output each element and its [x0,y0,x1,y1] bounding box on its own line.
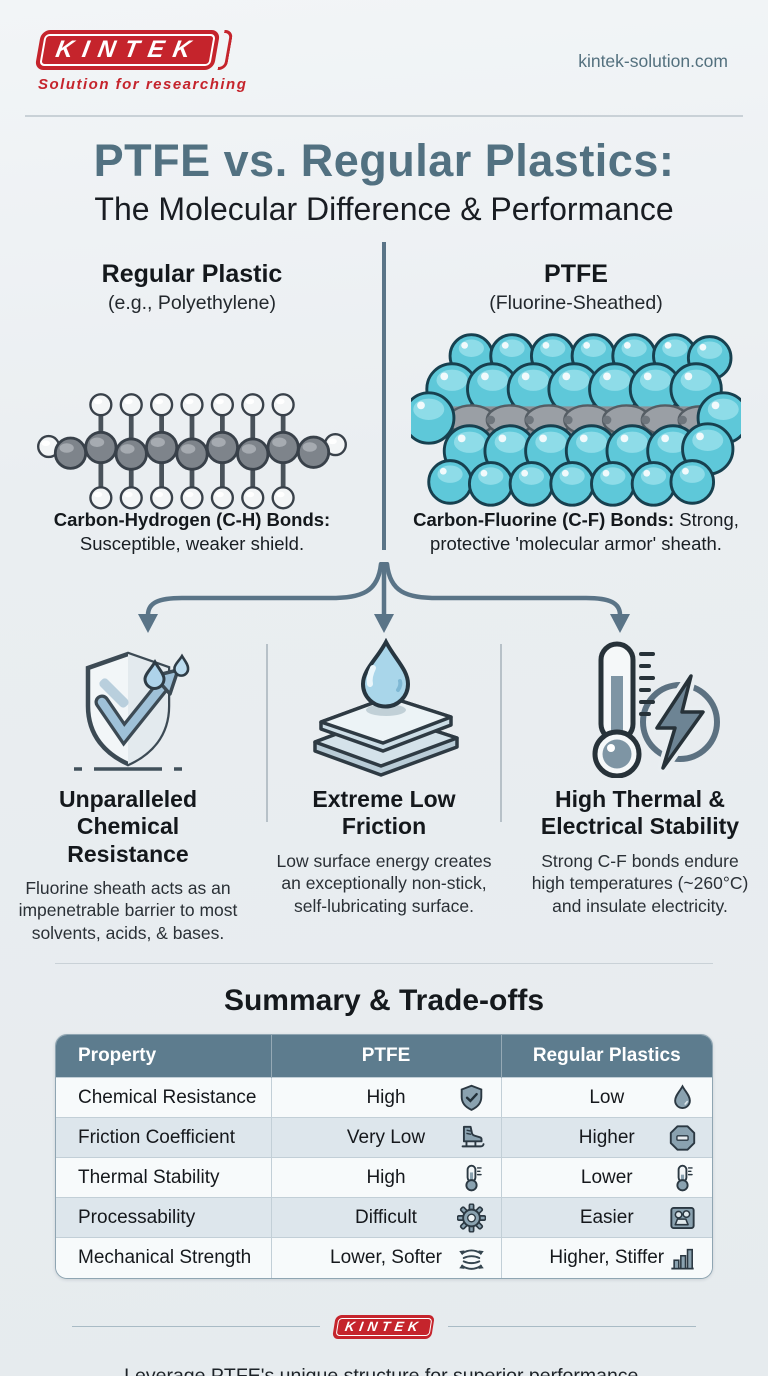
droplet-on-sheets-icon [313,638,459,778]
thermometer-icon [676,1164,693,1192]
benefit-title: High Thermal & Electrical Stability [540,786,740,840]
ptfe-subtitle: (Fluorine-Sheathed) [489,291,663,314]
benefits-row: Unparalleled Chemical Resistance Fluorin… [0,638,768,945]
center-divider-line [382,242,386,550]
ptfe-cell: Very Low [271,1117,502,1158]
gear-icon [456,1203,486,1233]
benefit-text: Fluorine sheath acts as an impenetrable … [18,877,238,944]
footer-text: Leverage PTFE's unique structure for sup… [0,1362,768,1376]
summary-table: Property PTFE Regular Plastics Chemical … [55,1034,713,1279]
molecule-comparison: Regular Plastic (e.g., Polyethylene) [0,259,768,509]
regular-plastic-subtitle: (e.g., Polyethylene) [107,291,276,314]
regular-plastic-title: Regular Plastic [101,259,283,288]
summary-divider [55,962,713,965]
cf-bond-text: Strong, protective 'molecular armor' she… [430,508,739,554]
footer-rule-line [447,1325,696,1328]
benefit-divider [500,644,502,823]
kintek-footer-badge: KINTEK [332,1314,436,1339]
molding-frame-icon [670,1206,695,1229]
cf-bond-caption: Carbon-Fluorine (C-F) Bonds: Strong, pro… [384,508,768,557]
ptfe-cell: Difficult [271,1197,502,1238]
kintek-logo: KINTEK Solution for researching [34,30,248,93]
regular-cell: Lower [501,1157,712,1198]
table-row: Processability Difficult Easier [56,1197,712,1238]
kintek-logo-bracket-icon [217,30,234,70]
ch-bond-text: Susceptible, weaker shield. [79,532,305,554]
property-cell: Thermal Stability [56,1157,272,1198]
regular-cell: Easier [501,1197,712,1238]
footer-rule: KINTEK [72,1314,696,1339]
ptfe-molecule-icon [402,332,750,507]
ch-bond-label: Carbon-Hydrogen (C-H) Bonds: [53,508,331,530]
benefit-title: Unparalleled Chemical Resistance [58,786,198,867]
bar-chart-icon [671,1249,694,1270]
logo-tagline: Solution for researching [38,76,248,93]
shield-droplets-icon [74,651,190,772]
shield-check-icon [460,1084,482,1111]
ptfe-column: PTFE (Fluorine-Sheathed) [384,260,768,508]
col-header-property: Property [56,1035,271,1078]
benefit-low-friction: Extreme Low Friction Low surface energy … [256,638,512,945]
summary-title: Summary & Trade-offs [223,984,545,1018]
regular-cell: Low [501,1077,712,1118]
kintek-logo-box: KINTEK [34,30,221,70]
ptfe-cell: High [271,1157,502,1198]
header: KINTEK Solution for researching kintek-s… [0,0,768,93]
property-cell: Friction Coefficient [56,1117,272,1158]
table-row: Thermal Stability High Lower [56,1157,712,1198]
regular-cell: Higher, Stiffer [501,1237,712,1278]
cf-bond-label: Carbon-Fluorine (C-F) Bonds: [413,508,675,530]
kintek-logo-text: KINTEK [53,36,202,63]
ptfe-cell: High [271,1077,502,1118]
thermometer-icon [464,1164,482,1192]
col-header-regular: Regular Plastics [501,1035,712,1078]
footer-rule-line [72,1325,321,1328]
thermometer-lightning-icon [592,641,720,779]
polyethylene-molecule-icon [37,392,347,509]
regular-plastic-column: Regular Plastic (e.g., Polyethylene) [0,259,384,509]
property-cell: Mechanical Strength [56,1237,272,1278]
bond-captions: Carbon-Hydrogen (C-H) Bonds: Susceptible… [0,508,768,557]
main-title: PTFE vs. Regular Plastics: [93,134,675,186]
table-header-row: Property PTFE Regular Plastics [56,1035,712,1078]
benefit-text: Low surface energy creates an exceptiona… [276,850,492,917]
regular-cell: Higher [501,1117,712,1158]
sub-title: The Molecular Difference & Performance [94,190,674,227]
ch-bond-caption: Carbon-Hydrogen (C-H) Bonds: Susceptible… [0,508,384,557]
benefit-chemical-resistance: Unparalleled Chemical Resistance Fluorin… [0,638,256,945]
table-row: Friction Coefficient Very Low Higher [56,1117,712,1158]
benefit-text: Strong C-F bonds endure high temperature… [531,850,749,917]
droplet-icon [674,1084,691,1109]
property-cell: Processability [56,1197,272,1238]
branch-arrows-icon [138,562,630,634]
table-row: Mechanical Strength Lower, Softer Higher… [56,1237,712,1278]
benefit-thermal-stability: High Thermal & Electrical Stability Stro… [512,638,768,945]
header-divider [25,115,743,117]
flex-arrows-icon [458,1249,484,1271]
ptfe-title: PTFE [544,259,608,288]
footer-line1: Leverage PTFE's unique structure for sup… [0,1362,768,1376]
benefit-divider [266,644,268,823]
table-row: Chemical Resistance High Low [56,1077,712,1118]
stop-octagon-icon [669,1125,696,1151]
ice-skate-icon [461,1125,484,1148]
ptfe-cell: Lower, Softer [271,1237,502,1278]
website-url: kintek-solution.com [578,51,728,71]
col-header-ptfe: PTFE [270,1035,502,1078]
benefit-title: Extreme Low Friction [312,786,456,840]
property-cell: Chemical Resistance [56,1077,272,1118]
